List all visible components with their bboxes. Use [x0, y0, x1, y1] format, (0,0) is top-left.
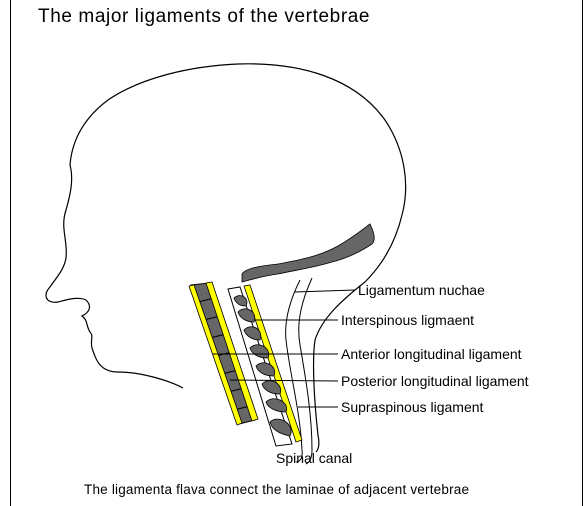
- label-ligamentum-nuchae: Ligamentum nuchae: [358, 282, 485, 298]
- label-interspinous: Interspinous ligmaent: [341, 312, 474, 328]
- label-supraspinous: Supraspinous ligament: [341, 399, 484, 415]
- leader-ligamentum-nuchae: [295, 290, 355, 292]
- label-spinal-canal: Spinal canal: [276, 450, 352, 466]
- ligamentum-nuchae-band: [242, 224, 374, 282]
- label-posterior-longitudinal: Posterior longitudinal ligament: [341, 373, 529, 389]
- diagram-caption: The ligamenta flava connect the laminae …: [84, 482, 469, 497]
- label-anterior-longitudinal: Anterior longitudinal ligament: [341, 346, 522, 362]
- leader-posterior-longitudinal: [230, 380, 338, 381]
